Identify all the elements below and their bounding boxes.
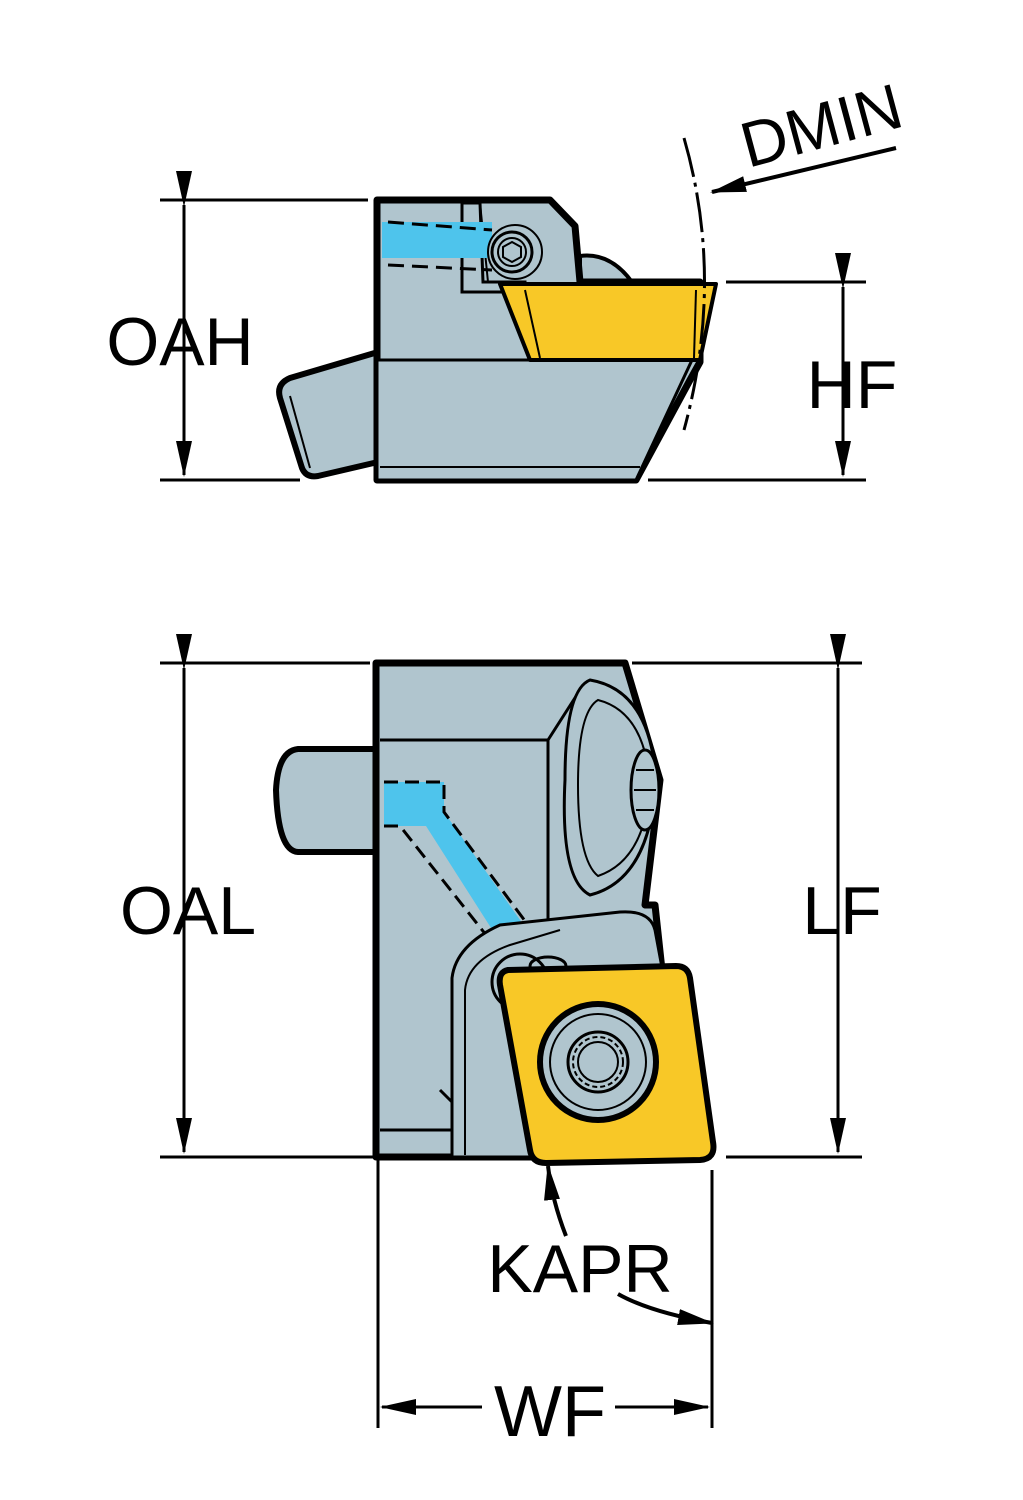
label-oal: OAL	[120, 873, 256, 949]
label-oah: OAH	[106, 304, 253, 380]
top-shank	[272, 746, 381, 855]
top-view: OAL LF KAPR WF	[120, 634, 882, 1452]
dmin-leader	[710, 146, 897, 194]
side-insert-edge-right	[693, 289, 697, 359]
side-coolant-dash-top	[387, 220, 493, 232]
top-cam-boss	[562, 678, 661, 897]
side-clamp-screw	[487, 224, 543, 280]
side-view: OAH HF DMIN	[106, 70, 910, 484]
kapr-leader-arc	[617, 1292, 714, 1325]
kapr-leader-up	[544, 1164, 568, 1237]
label-wf: WF	[494, 1372, 606, 1452]
label-hf: HF	[807, 347, 898, 423]
label-kapr: KAPR	[487, 1231, 672, 1307]
side-boss	[578, 253, 636, 284]
label-lf: LF	[802, 873, 881, 949]
side-shank-edge	[289, 395, 311, 469]
side-insert-edge-left	[524, 289, 541, 359]
side-coolant-dash-bottom	[387, 263, 493, 272]
side-shank	[276, 349, 381, 480]
top-insert-screw	[537, 1001, 659, 1123]
dmin-arc	[682, 137, 706, 431]
side-lower-block	[375, 358, 695, 482]
top-seat-inner	[464, 929, 561, 1155]
top-coolant-channel	[384, 782, 525, 942]
top-coolant-dash-outline	[384, 780, 530, 941]
